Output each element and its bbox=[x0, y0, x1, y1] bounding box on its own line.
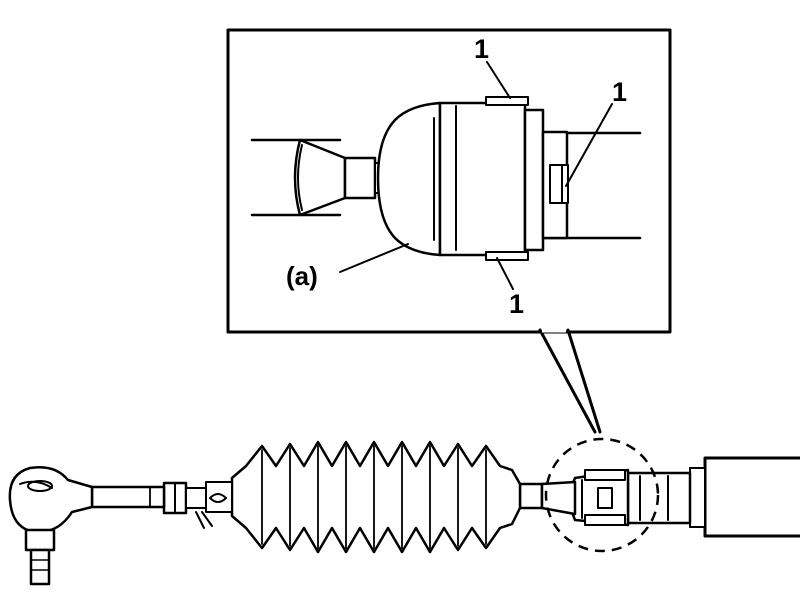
callout-label-bottom: 1 bbox=[509, 289, 524, 319]
clamp-band bbox=[523, 108, 545, 252]
detail-inset: 1 1 1 (a) bbox=[226, 28, 672, 434]
highlight-circle bbox=[544, 437, 660, 553]
bellows-boot bbox=[230, 440, 522, 554]
lock-tab bbox=[549, 164, 569, 204]
tapered-neck bbox=[293, 138, 347, 217]
callout-label-top: 1 bbox=[474, 34, 489, 64]
callout-label-a: (a) bbox=[286, 261, 318, 291]
detail-frame bbox=[226, 28, 672, 334]
boot-end-a bbox=[376, 101, 442, 257]
ball-stud bbox=[24, 528, 56, 552]
tie-rod-assembly bbox=[8, 437, 800, 586]
boot-body bbox=[438, 101, 527, 257]
neck-collar bbox=[343, 156, 377, 200]
callout-label-right: 1 bbox=[612, 77, 627, 107]
tie-rod-shaft bbox=[90, 485, 166, 509]
gear-housing bbox=[703, 456, 800, 538]
outer-tie-rod-end bbox=[8, 466, 94, 534]
